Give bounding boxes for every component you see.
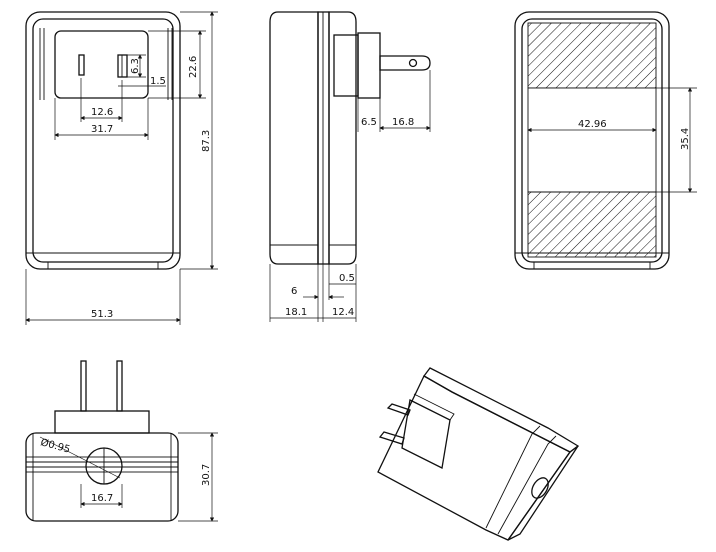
dim-plug-block-width: 31.7 <box>91 124 113 135</box>
bottom-view: Ø0.95 16.7 30.7 <box>25 360 218 522</box>
bottom-pin-right <box>116 360 123 412</box>
side-plug-block <box>333 34 359 97</box>
front-pin-left <box>78 54 85 76</box>
front-pin-right <box>117 54 128 78</box>
bottom-plug-block <box>54 410 150 434</box>
dim-hole-spacing: 16.7 <box>91 493 113 504</box>
front-plug-block <box>54 30 149 99</box>
dim-depth-b: 12.4 <box>332 307 354 318</box>
dim-pin-slot-gap: 1.5 <box>150 76 166 87</box>
dim-plug-block-height: 22.6 <box>188 56 199 78</box>
dim-pin-slot-height: 6.3 <box>130 58 141 74</box>
dim-label-area-height: 35.4 <box>680 128 691 150</box>
dim-pin-spacing: 12.6 <box>91 107 113 118</box>
dim-pin-length: 16.8 <box>392 117 414 128</box>
front-body-outer <box>25 11 181 270</box>
dim-hole-diameter: Ø0.95 <box>39 436 71 455</box>
side-body-right <box>328 11 357 265</box>
front-view: 12.6 31.7 6.3 1.5 22.6 87.3 51.3 <box>25 11 218 325</box>
side-pin-hole <box>408 58 418 68</box>
dim-overall-height: 87.3 <box>201 130 212 152</box>
back-view: 42.96 35.4 <box>514 11 697 270</box>
dim-bottom-height: 30.7 <box>201 464 212 486</box>
dim-groove-a: 6 <box>291 286 297 297</box>
side-groove-band <box>317 11 330 265</box>
back-body-inner <box>521 18 663 263</box>
dim-label-area-width: 42.96 <box>578 119 607 130</box>
bottom-body <box>25 432 179 522</box>
iso-hole <box>531 477 549 499</box>
back-label-area <box>527 87 657 193</box>
side-view: 6.5 16.8 6 0.5 18.1 12.4 <box>269 11 431 322</box>
side-pin <box>379 55 431 71</box>
dim-pin-offset: 6.5 <box>361 117 377 128</box>
iso-plug-block <box>401 399 451 469</box>
iso-pin-lower <box>378 431 405 445</box>
back-hatch-bottom <box>527 191 657 258</box>
front-body-inner <box>32 18 174 263</box>
iso-body-front <box>377 375 571 541</box>
side-plug-face <box>357 32 381 99</box>
back-hatch-top <box>527 22 657 89</box>
dim-depth-a: 18.1 <box>285 307 307 318</box>
side-body-left <box>269 11 319 265</box>
dim-overall-width: 51.3 <box>91 309 113 320</box>
iso-body-side <box>507 445 579 541</box>
iso-pin-upper <box>386 403 411 416</box>
back-body-outer <box>514 11 670 270</box>
dim-groove-b: 0.5 <box>339 273 355 284</box>
bottom-pin-left <box>80 360 87 412</box>
isometric-view <box>377 367 580 541</box>
